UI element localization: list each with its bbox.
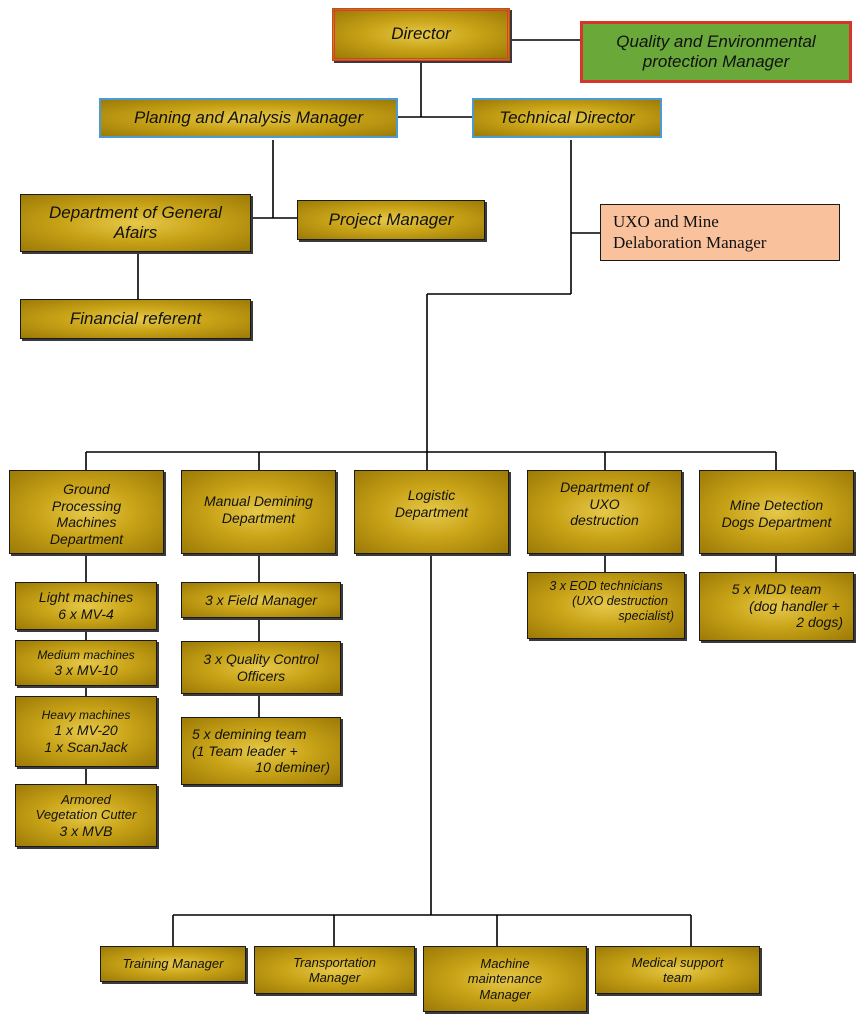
planning-manager-label: Planing and Analysis Manager — [133, 107, 363, 127]
uxo-mine-manager-box: UXO and Mine Delaboration Manager — [600, 204, 840, 261]
armored-cutter-box: Armored Vegetation Cutter 3 x MVB — [15, 784, 157, 847]
uxo-destruction-title-3: destruction — [570, 512, 639, 529]
transportation-manager-box: Transportation Manager — [254, 946, 415, 994]
ground-processing-title-2: Processing — [51, 497, 122, 514]
transportation-manager-line-1: Transportation — [293, 954, 376, 970]
uxo-destruction-department-box: Department of UXO destruction — [527, 470, 682, 554]
armored-cutter-line-1: Armored — [61, 791, 111, 807]
general-affairs-line-2: Afairs — [113, 223, 158, 242]
training-manager-label: Training Manager — [122, 956, 224, 972]
financial-referent-box: Financial referent — [20, 299, 251, 339]
mdd-team-box: 5 x MDD team (dog handler + 2 dogs) — [699, 572, 854, 641]
logistic-department-box: Logistic Department — [354, 470, 509, 554]
machine-maintenance-line-1: Machine — [480, 956, 530, 971]
medium-machines-line-1: Medium machines — [37, 647, 135, 662]
technical-director-box: Technical Director — [472, 98, 662, 138]
quality-manager-box: Quality and Environmental protection Man… — [580, 21, 852, 83]
medical-support-line-1: Medical support — [631, 954, 724, 970]
planning-manager-box: Planing and Analysis Manager — [99, 98, 398, 138]
ground-processing-title-1: Ground — [63, 481, 110, 497]
director-box: Director — [332, 8, 510, 61]
uxo-mine-manager-line-2: Delaboration Manager — [613, 232, 767, 252]
general-affairs-box: Department of General Afairs — [20, 194, 251, 252]
mine-detection-dogs-department-box: Mine Detection Dogs Department — [699, 470, 854, 554]
medical-support-box: Medical support team — [595, 946, 760, 994]
machine-maintenance-line-2: maintenance — [467, 971, 543, 987]
general-affairs-line-1: Department of General — [49, 202, 222, 222]
armored-cutter-line-2: Vegetation Cutter — [35, 807, 137, 823]
quality-control-line-1: 3 x Quality Control — [203, 650, 319, 667]
director-label: Director — [391, 24, 451, 44]
eod-technicians-line-2: (UXO destruction — [572, 593, 668, 608]
quality-control-box: 3 x Quality Control Officers — [181, 641, 341, 694]
manual-demining-department-box: Manual Demining Department — [181, 470, 336, 554]
quality-manager-line-1: Quality and Environmental — [616, 31, 816, 51]
manual-demining-title-1: Manual Demining — [204, 493, 313, 509]
demining-team-line-2: (1 Team leader + — [192, 742, 298, 759]
manual-demining-title-2: Department — [221, 509, 296, 526]
technical-director-label: Technical Director — [499, 107, 635, 127]
heavy-machines-line-2: 1 x MV-20 — [54, 722, 118, 739]
machine-maintenance-box: Machine maintenance Manager — [423, 946, 587, 1012]
light-machines-line-1: Light machines — [38, 589, 134, 606]
uxo-destruction-title-1: Department of — [560, 479, 649, 495]
field-manager-label: 3 x Field Manager — [204, 591, 318, 608]
armored-cutter-line-3: 3 x MVB — [59, 822, 113, 839]
heavy-machines-box: Heavy machines 1 x MV-20 1 x ScanJack — [15, 696, 157, 767]
mdd-team-line-2: (dog handler + — [749, 597, 840, 614]
mine-detection-dogs-title-1: Mine Detection — [729, 497, 824, 513]
financial-referent-label: Financial referent — [69, 308, 202, 328]
field-manager-box: 3 x Field Manager — [181, 582, 341, 618]
demining-team-line-1: 5 x demining team — [192, 726, 307, 743]
eod-technicians-line-3: specialist) — [618, 608, 674, 623]
eod-technicians-line-1: 3 x EOD technicians — [549, 579, 663, 593]
uxo-destruction-title-2: UXO — [589, 495, 620, 512]
medium-machines-line-2: 3 x MV-10 — [54, 661, 118, 678]
transportation-manager-line-2: Manager — [308, 970, 361, 985]
machine-maintenance-line-3: Manager — [479, 986, 531, 1002]
demining-team-box: 5 x demining team (1 Team leader + 10 de… — [181, 717, 341, 785]
ground-processing-title-3: Machines — [56, 514, 117, 531]
quality-manager-line-2: protection Manager — [642, 52, 790, 71]
mdd-team-line-1: 5 x MDD team — [731, 581, 822, 597]
uxo-mine-manager-line-1: UXO and Mine — [613, 212, 719, 232]
heavy-machines-line-3: 1 x ScanJack — [44, 738, 128, 755]
logistic-title-1: Logistic — [407, 487, 456, 503]
light-machines-line-2: 6 x MV-4 — [58, 606, 114, 622]
ground-processing-title-4: Department — [49, 530, 124, 547]
mdd-team-line-3: 2 dogs) — [796, 614, 843, 631]
demining-team-line-3: 10 deminer) — [255, 759, 330, 776]
medical-support-line-2: team — [663, 970, 692, 985]
logistic-title-2: Department — [394, 503, 469, 520]
medium-machines-box: Medium machines 3 x MV-10 — [15, 640, 157, 686]
light-machines-box: Light machines 6 x MV-4 — [15, 582, 157, 630]
project-manager-box: Project Manager — [297, 200, 485, 240]
heavy-machines-line-1: Heavy machines — [41, 707, 131, 722]
project-manager-label: Project Manager — [328, 209, 454, 229]
training-manager-box: Training Manager — [100, 946, 246, 982]
eod-technicians-box: 3 x EOD technicians (UXO destruction spe… — [527, 572, 685, 639]
mine-detection-dogs-title-2: Dogs Department — [721, 513, 832, 530]
quality-control-line-2: Officers — [236, 667, 286, 684]
ground-processing-department-box: Ground Processing Machines Department — [9, 470, 164, 554]
